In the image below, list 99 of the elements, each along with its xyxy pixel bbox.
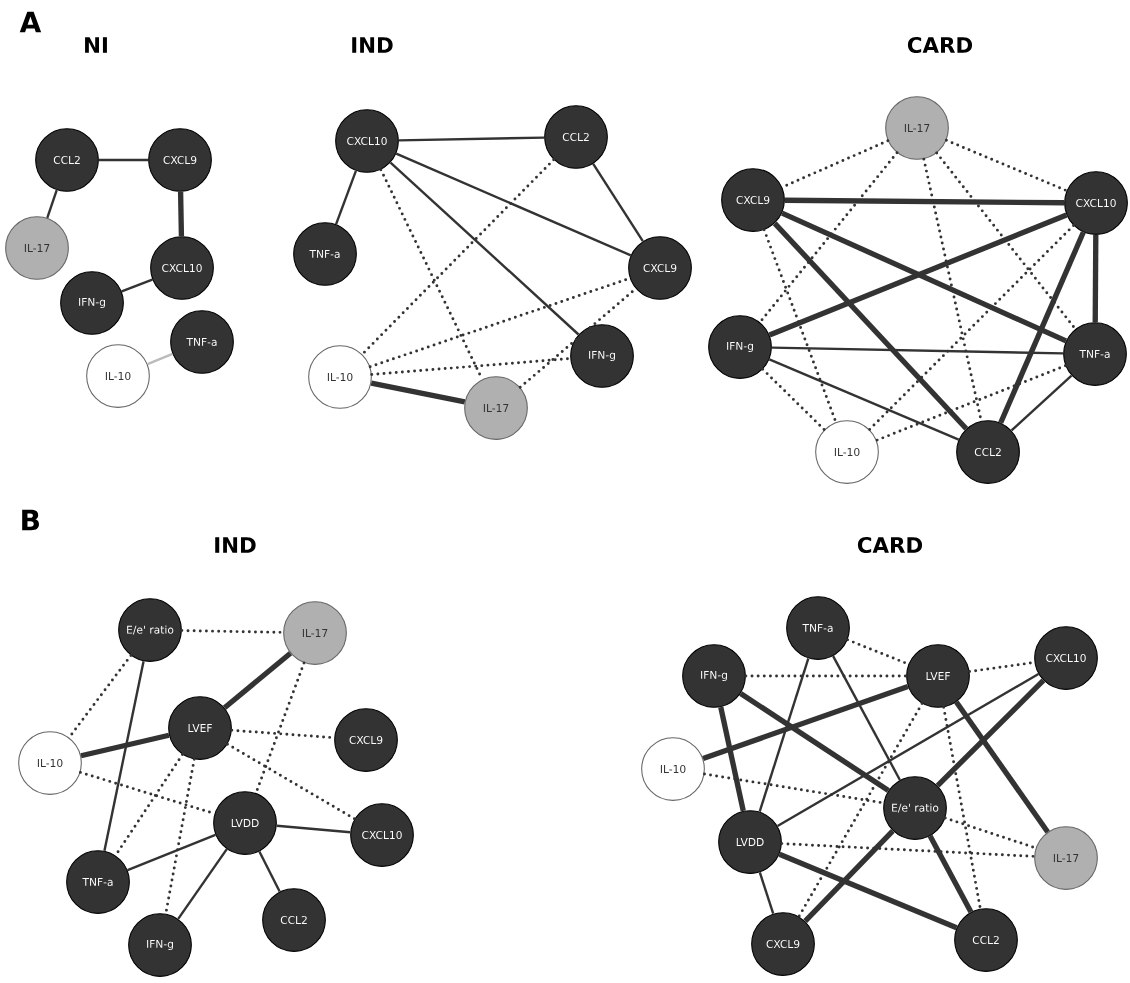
connection-line: [832, 655, 901, 781]
network-node: IL-10: [641, 737, 705, 801]
panel-title: IND: [215, 537, 256, 553]
connection-line: [772, 221, 969, 431]
connection-line: [758, 871, 775, 915]
network-node: CXCL9: [721, 168, 785, 232]
connection-line: [226, 742, 356, 821]
network-node: IFN-g: [128, 913, 192, 977]
connection-line: [177, 191, 185, 237]
connection-line: [768, 358, 960, 441]
network-node: CCL2: [262, 888, 326, 952]
connection-line: [46, 189, 58, 219]
network-node: CXCL9: [628, 236, 692, 300]
connection-line: [776, 673, 1040, 827]
panel-title: NI: [85, 37, 107, 53]
network-node: IL-17: [464, 376, 528, 440]
connection-line: [784, 197, 1065, 206]
connection-line: [868, 224, 1075, 431]
network-node: CXCL9: [334, 708, 398, 772]
connection-line: [121, 278, 153, 293]
connection-line: [98, 158, 149, 162]
connection-line: [389, 161, 580, 336]
connection-line: [942, 705, 982, 911]
connection-line: [147, 352, 173, 366]
network-node: IL-10: [86, 344, 150, 408]
connection-line: [222, 651, 293, 710]
connection-line: [744, 674, 908, 678]
connection-line: [360, 158, 556, 356]
connection-line: [592, 163, 644, 242]
network-node: LVEF: [168, 696, 232, 760]
network-node: CCL2: [544, 105, 608, 169]
connection-line: [758, 658, 810, 812]
connection-line: [954, 700, 1050, 834]
panel-title: CARD: [857, 536, 923, 554]
network-node: LVDD: [718, 810, 782, 874]
connection-line: [1092, 234, 1099, 323]
network-node: TNF-a: [170, 310, 234, 374]
network-node: TNF-a: [1063, 322, 1127, 386]
connection-line: [771, 346, 1064, 355]
network-node: IL-17: [283, 601, 347, 665]
connection-line: [875, 364, 1067, 442]
connection-line: [762, 228, 838, 424]
connection-line: [103, 660, 145, 852]
connection-line: [276, 824, 351, 834]
connection-line: [778, 851, 958, 931]
network-node: IL-10: [18, 731, 82, 795]
network-node: IL-17: [5, 216, 69, 280]
network-node: TNF-a: [66, 850, 130, 914]
connection-line: [761, 367, 826, 432]
connection-line: [1010, 374, 1073, 432]
panel-title: CARD: [907, 36, 973, 54]
network-node: CXCL10: [150, 236, 214, 300]
network-node: IL-10: [815, 420, 879, 484]
network-node: E/e' ratio: [118, 598, 182, 662]
panel-title: IND: [352, 37, 393, 53]
connection-line: [370, 380, 466, 405]
connection-line: [177, 848, 228, 920]
network-node: LVDD: [213, 791, 277, 855]
connection-line: [758, 151, 899, 324]
network-node: LVEF: [906, 644, 970, 708]
network-node: IL-17: [1034, 826, 1098, 890]
network-node: IL-17: [885, 96, 949, 160]
panel-letter: A: [19, 11, 42, 33]
connection-line: [803, 829, 895, 923]
connection-line: [797, 702, 924, 918]
network-node: CCL2: [954, 908, 1018, 972]
connection-line: [127, 833, 216, 872]
network-node: IFN-g: [60, 271, 124, 335]
connection-line: [927, 834, 974, 914]
connection-line: [370, 357, 572, 376]
network-node: CCL2: [956, 420, 1020, 484]
connection-line: [780, 842, 1036, 858]
connection-line: [80, 732, 170, 759]
connection-line: [702, 684, 909, 761]
network-node: CXCL9: [148, 128, 212, 192]
network-node: IFN-g: [708, 315, 772, 379]
connection-line: [398, 136, 545, 142]
connection-line: [395, 152, 632, 257]
panel-letter: B: [22, 509, 39, 531]
network-node: IFN-g: [682, 644, 746, 708]
connection-line: [998, 231, 1086, 424]
connection-line: [944, 138, 1069, 193]
network-node: TNF-a: [786, 596, 850, 660]
network-node: TNF-a: [293, 222, 357, 286]
connection-line: [718, 706, 746, 812]
connection-line: [935, 678, 1046, 788]
connection-line: [335, 170, 358, 225]
connection-line: [258, 850, 281, 893]
network-node: CCL2: [35, 128, 99, 192]
network-node: CXCL10: [1034, 626, 1098, 690]
network-node: IL-10: [308, 345, 372, 409]
network-node: IFN-g: [570, 324, 634, 388]
network-node: CXCL10: [1064, 171, 1128, 235]
network-node: CXCL10: [350, 803, 414, 867]
connection-line: [935, 151, 1077, 331]
network-node: CXCL9: [751, 912, 815, 976]
network-node: CXCL10: [335, 109, 399, 173]
network-node: E/e' ratio: [883, 776, 947, 840]
connection-line: [739, 691, 890, 793]
